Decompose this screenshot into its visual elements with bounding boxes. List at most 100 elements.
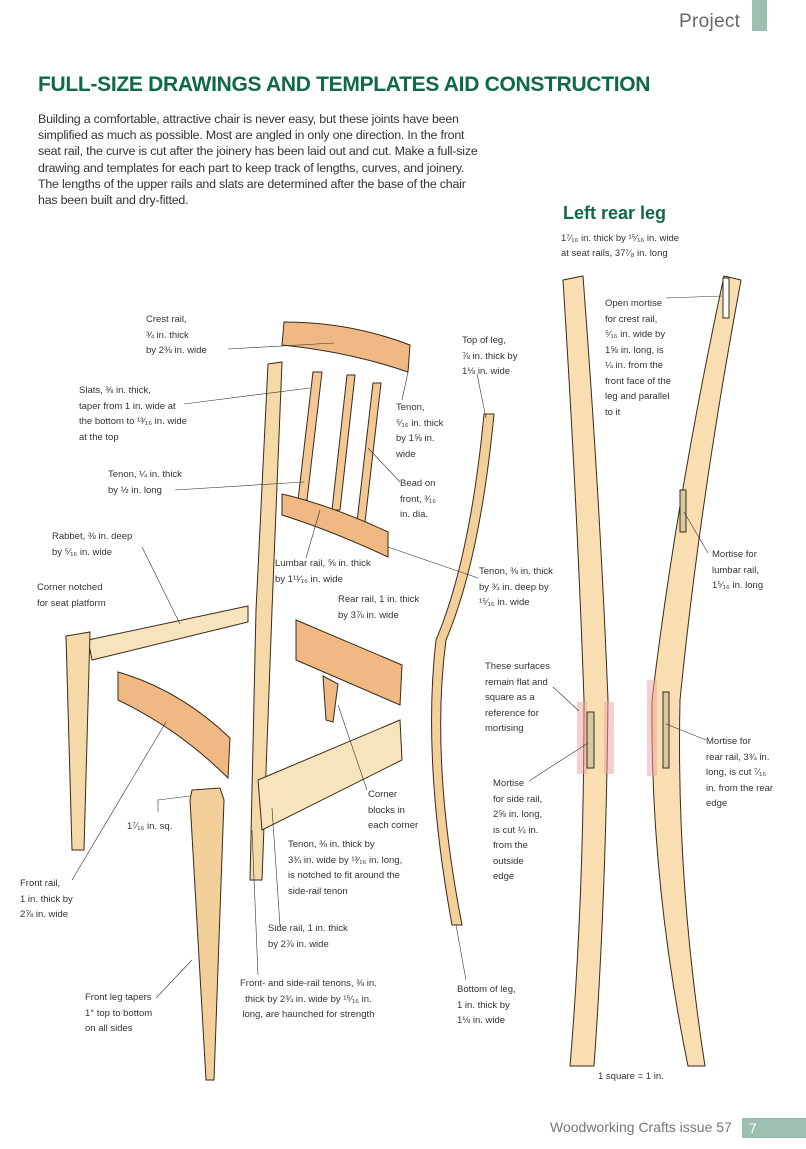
- label-line: for side rail,: [493, 793, 543, 805]
- label-line: 3¾ in. wide by ¹³⁄₁₆ in. long,: [288, 854, 403, 866]
- slat-part: [356, 382, 382, 523]
- label-line: on all sides: [85, 1023, 133, 1034]
- label-line: Tenon, ⅜ in. thick: [479, 566, 553, 577]
- label-line: long, are haunched for strength: [242, 1009, 375, 1020]
- label-front-leg: Front leg tapers 1° top to bottom on all s…: [85, 990, 152, 1037]
- label-line: Mortise: [493, 778, 525, 789]
- label-line: in. from the rear: [706, 782, 774, 794]
- label-line: for crest rail,: [605, 313, 658, 325]
- label-line: 1 square = 1 in.: [598, 1071, 664, 1082]
- corner-block-part: [322, 675, 339, 723]
- label-slats: Slats, ⅜ in. thick,taper from 1 in. wide…: [79, 383, 187, 445]
- page-title: FULL-SIZE DRAWINGS AND TEMPLATES AID CON…: [38, 73, 651, 96]
- chair-front-leg-part: [65, 631, 91, 851]
- page-number-box: [742, 1118, 806, 1138]
- label-line: ⁵⁄₁₆ in. wide by: [605, 329, 666, 340]
- label-line: 2⅞ in. wide: [20, 909, 69, 920]
- mortise-side-rail: [586, 711, 595, 769]
- label-line: front, ³⁄₁₆: [400, 493, 437, 505]
- label-line: the bottom to ¹³⁄₁₆ in. wide: [79, 416, 187, 427]
- label-side-rail: Side rail, 1 in. thick by 2⅞ in. wide: [268, 921, 348, 952]
- label-line: to it: [605, 406, 621, 418]
- reference-surface-highlight: [577, 702, 587, 774]
- label-line: Crest rail,: [146, 314, 187, 325]
- label-line: by ¾ in. deep by: [479, 581, 549, 593]
- label-line: is notched to fit around the: [288, 870, 400, 881]
- open-mortise-crest: [722, 277, 730, 319]
- label-line: ¹⁵⁄₁₆ in. wide: [479, 597, 530, 608]
- label-line: Front leg tapers: [85, 992, 152, 1003]
- rear-rail-part: [295, 619, 403, 706]
- label-line: 2⅝ in. long,: [493, 809, 543, 820]
- section-bar: [752, 0, 767, 31]
- label-line: edge: [706, 798, 728, 809]
- label-line: by 2⅞ in. wide: [268, 938, 329, 950]
- label-line: long, is cut ⁷⁄₁₆: [706, 767, 767, 778]
- label-line: thick by 2¾ in. wide by ¹⁵⁄₁₆ in.: [245, 993, 372, 1005]
- page-number: 7: [749, 1120, 757, 1136]
- chair-rear-leg-part: [249, 361, 283, 881]
- label-line: remain flat and: [485, 676, 548, 688]
- label-line: 1⅛ in. wide: [457, 1015, 506, 1026]
- section-label: Project: [679, 11, 741, 32]
- label-line: Rear rail, 1 in. thick: [338, 594, 420, 605]
- label-line: Front- and side-rail tenons, ⅜ in.: [240, 978, 377, 989]
- label-line: Top of leg,: [462, 335, 506, 346]
- label-line: These surfaces: [485, 661, 550, 672]
- crest-rail-part: [281, 321, 411, 373]
- mortise-lumbar-rail: [679, 489, 687, 533]
- label-line: Side rail, 1 in. thick: [268, 923, 348, 934]
- label-bead: Bead on front, ³⁄₁₆ in. dia.: [400, 476, 436, 523]
- rear-leg-template-side: [651, 275, 742, 1067]
- label-line: lumbar rail,: [712, 564, 759, 576]
- label-line: front face of the: [605, 375, 672, 387]
- label-line: Tenon, ¼ in. thick: [108, 469, 182, 480]
- label-line: side-rail tenon: [288, 885, 348, 897]
- side-rail-part: [257, 719, 403, 831]
- label-surfaces: These surfaces remain flat and square as a…: [485, 659, 550, 737]
- side-seat-rail-part: [87, 605, 249, 661]
- label-line: in. dia.: [400, 509, 428, 520]
- left-rear-leg-heading: Left rear leg: [563, 203, 667, 223]
- label-line: 1° top to bottom: [85, 1007, 153, 1019]
- slat-part: [331, 374, 356, 511]
- label-line: from the: [493, 840, 528, 851]
- label-tenon-rear: Tenon, ⅜ in. thick by 3¾ in. wide by ¹³⁄₁…: [288, 837, 402, 899]
- label-line: by 1¹¹⁄₁₆ in. wide: [275, 573, 343, 585]
- label-line: Slats, ⅜ in. thick,: [79, 385, 151, 396]
- label-rail-tenons: Front- and side-rail tenons, ⅜ in. thick …: [240, 976, 377, 1023]
- slat-part: [297, 371, 323, 501]
- label-scale: 1 square = 1 in.: [598, 1069, 664, 1085]
- lumbar-rail-part: [281, 493, 389, 558]
- mortise-rear-rail: [662, 691, 670, 769]
- label-line: by 3⅞ in. wide: [338, 609, 399, 621]
- label-line: each corner: [368, 820, 419, 831]
- front-leg-part: [189, 787, 225, 1081]
- label-line: rear rail, 3¾ in.: [706, 751, 770, 763]
- label-line: Tenon,: [396, 402, 425, 413]
- side-rear-leg-part: [431, 413, 495, 926]
- label-line: square as a: [485, 692, 535, 703]
- label-line: for seat platform: [37, 597, 106, 609]
- label-line: Lumbar rail, ⅝ in. thick: [275, 558, 371, 569]
- label-line: Mortise for: [712, 549, 757, 560]
- label-line: by ⁵⁄₁₆ in. wide: [52, 546, 113, 558]
- label-line: leg and parallel: [605, 391, 670, 402]
- leader-lines: [71, 295, 723, 999]
- label-line: Bead on: [400, 478, 436, 489]
- label-line: 1⅛ in. wide: [462, 366, 511, 377]
- label-tenon-lumbar: Tenon, ⅜ in. thick by ¾ in. deep by ¹⁵⁄₁₆ …: [479, 564, 553, 611]
- label-line: 1 in. thick by: [20, 893, 73, 905]
- label-line: ¼ in. from the: [605, 360, 664, 371]
- dim-line: 1⁷⁄₁₆ in. thick by ¹⁵⁄₁₆ in. wide: [561, 233, 680, 244]
- label-line: Tenon, ⅜ in. thick by: [288, 839, 375, 850]
- footer-publication: Woodworking Crafts issue 57: [550, 1119, 732, 1135]
- label-line: ¾ in. thick: [146, 329, 189, 341]
